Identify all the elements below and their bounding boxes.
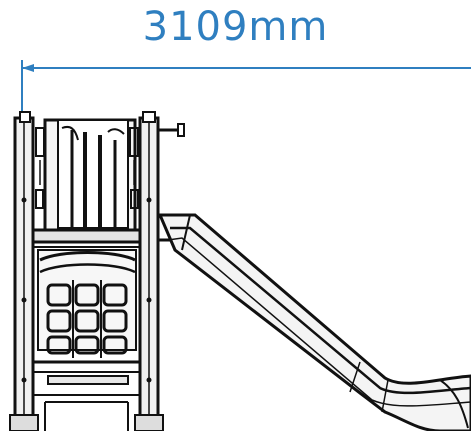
tower-frame	[9, 111, 185, 431]
slide-chute	[157, 213, 471, 431]
width-dimension-label: 3109mm	[142, 4, 329, 50]
dimension-line	[21, 60, 471, 115]
